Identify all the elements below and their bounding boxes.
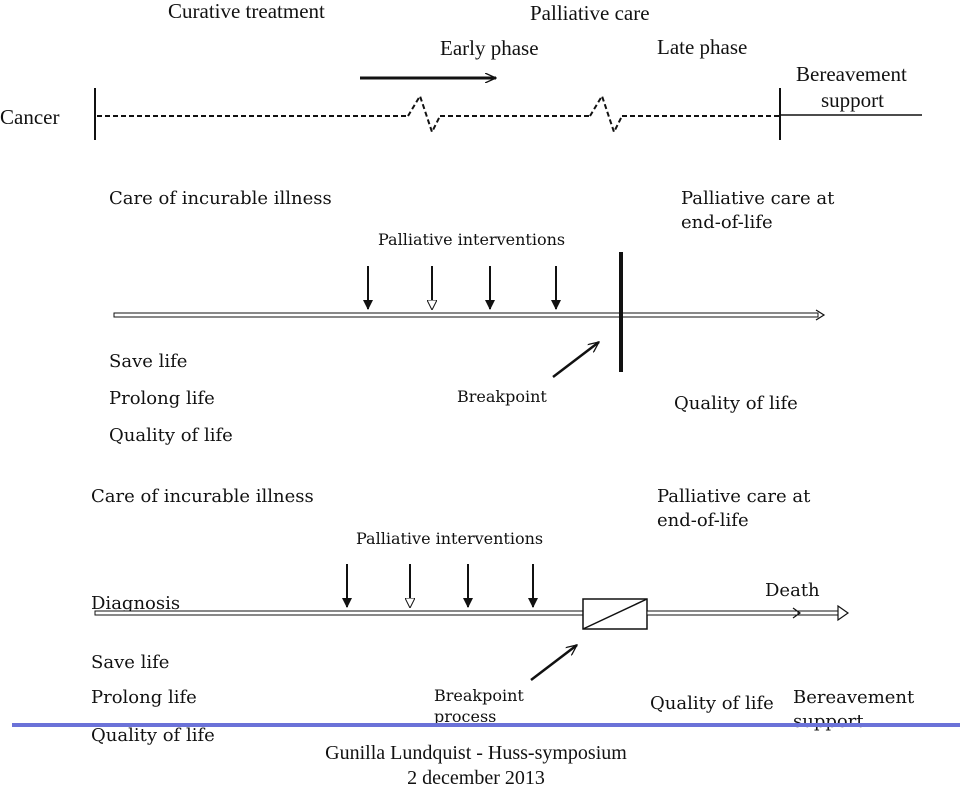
timeline-break-zigzag-2 [589, 93, 623, 135]
palliative-interventions-label-2: Palliative interventions [356, 529, 543, 548]
footer-date: 2 december 2013 [407, 767, 545, 787]
middle-section: Care of incurable illness Palliative int… [109, 188, 835, 446]
palliative-end-of-life-line2: end-of-life [681, 212, 773, 233]
care-incurable-illness-label-2: Care of incurable illness [91, 486, 314, 507]
death-label: Death [765, 580, 820, 601]
bereavement-support-line2: support [821, 88, 884, 112]
bereavement-support-line1-2: Bereavement [793, 687, 915, 708]
bereavement-support-line1: Bereavement [796, 62, 907, 86]
breakpoint-process-line2: process [434, 707, 496, 726]
palliative-interventions-label: Palliative interventions [378, 230, 565, 249]
breakpoint-process-line1: Breakpoint [434, 686, 524, 705]
goal-save-life: Save life [109, 351, 187, 372]
quality-of-life-label: Quality of life [674, 393, 798, 414]
bottom-section: Care of incurable illness Palliative int… [91, 486, 915, 746]
bereavement-line [797, 610, 841, 616]
death-marker-arrowhead [792, 607, 802, 619]
palliative-care-label: Palliative care [530, 1, 650, 25]
diagnosis-label: Diagnosis [91, 593, 180, 614]
goal-prolong-life-2: Prolong life [91, 687, 197, 708]
breakpoint-label: Breakpoint [457, 387, 547, 406]
goal-quality-of-life-2: Quality of life [91, 725, 215, 746]
bereavement-support-line2-2: support [793, 711, 864, 732]
breakpoint-process-diagonal [582, 598, 648, 630]
footer: Gunilla Lundquist - Huss-symposium 2 dec… [12, 723, 960, 787]
disease-course-arrowhead [815, 309, 826, 321]
disease-course-line [113, 312, 819, 318]
goal-prolong-life: Prolong life [109, 388, 215, 409]
top-section: Curative treatment Palliative care Early… [0, 0, 922, 140]
palliative-end-of-life-line2-2: end-of-life [657, 510, 749, 531]
breakpoint-process-pointer-arrow [530, 644, 577, 681]
disease-course-arrowhead-2 [837, 604, 850, 622]
quality-of-life-label-2: Quality of life [650, 693, 774, 714]
goal-save-life-2: Save life [91, 652, 169, 673]
late-phase-label: Late phase [657, 35, 747, 59]
palliative-end-of-life-line1-2: Palliative care at [657, 486, 811, 507]
palliative-end-of-life-line1: Palliative care at [681, 188, 835, 209]
early-phase-label: Early phase [440, 36, 539, 60]
cancer-label: Cancer [0, 105, 59, 129]
disease-course-line-left [94, 610, 584, 616]
disease-course-line-right [646, 610, 799, 616]
goal-quality-of-life: Quality of life [109, 425, 233, 446]
curative-treatment-label: Curative treatment [168, 0, 325, 23]
breakpoint-pointer-arrow [552, 341, 599, 378]
footer-author: Gunilla Lundquist - Huss-symposium [325, 742, 627, 764]
care-incurable-illness-label: Care of incurable illness [109, 188, 332, 209]
timeline-break-zigzag-1 [407, 93, 441, 135]
